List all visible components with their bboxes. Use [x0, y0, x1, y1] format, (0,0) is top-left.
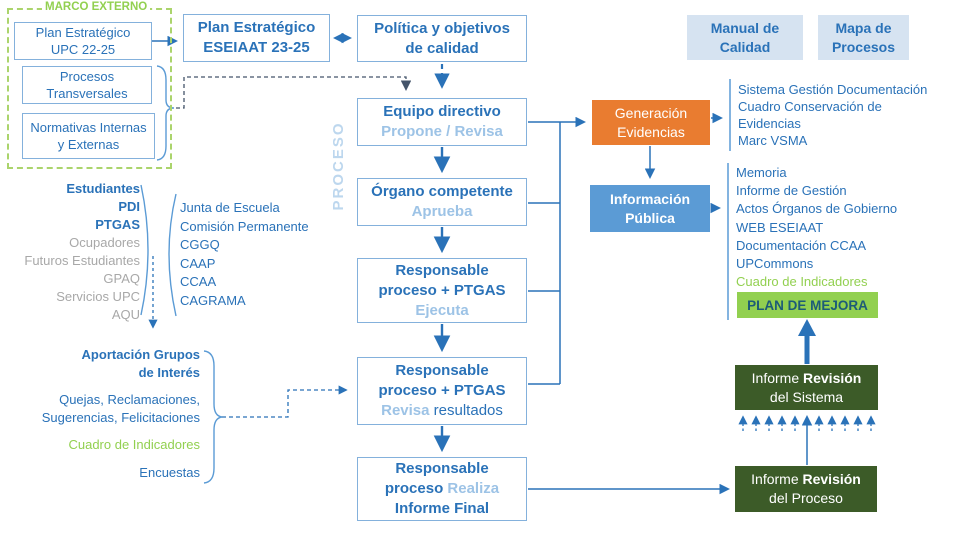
ejecuta-line1: Responsable: [395, 261, 489, 279]
informe-sistema-bold: Revisión: [803, 369, 862, 386]
box-mapa-procesos: Mapa de Procesos: [818, 15, 909, 60]
evidencias-item-cuadro-conservacion: Cuadro Conservación de Evidencias: [738, 99, 882, 131]
informe-sistema-line1: Informe Revisión: [752, 369, 862, 388]
box-informacion-publica: Información Pública: [590, 185, 710, 232]
info-item-informe-gestion: Informe de Gestión: [736, 183, 847, 199]
info-item-upcommons: UPCommons: [736, 256, 814, 272]
box-procesos-transversales: Procesos Transversales: [22, 66, 152, 104]
evidencias-item-marc-vsma: Marc VSMA: [738, 133, 808, 148]
generacion-line1: Generación: [614, 104, 688, 121]
organ-caap: CAAP: [180, 255, 216, 271]
evidencias-item-sistema-gestion: Sistema Gestión Documentación: [738, 82, 928, 97]
box-plan-estrategico-upc-line1: Plan Estratégico: [35, 25, 131, 40]
equipo-title: Equipo directivo: [383, 103, 501, 120]
aportacion-encuestas: Encuestas: [139, 465, 200, 480]
flow-box-organo-competente: Órgano competente Aprueba: [357, 178, 527, 226]
box-plan-estrategico-upc-line2: UPC 22-25: [50, 42, 116, 57]
evidencias-list: Sistema Gestión Documentación Cuadro Con…: [738, 81, 956, 149]
flow-box-equipo-directivo: Equipo directivo Propone / Revisa: [357, 98, 527, 146]
box-informe-revision-sistema: Informe Revisión del Sistema: [735, 365, 878, 410]
info-item-web-eseiaat: WEB ESEIAAT: [736, 219, 824, 235]
stakeholder-estudiantes: Estudiantes: [66, 181, 140, 196]
revisa-action: Revisa: [381, 402, 430, 419]
manual-line1: Manual de: [710, 19, 780, 36]
organ-comision-permanente: Comisión Permanente: [180, 218, 309, 234]
proceso-vertical-label: PROCESO: [330, 121, 347, 211]
aportacion-cuadro-indicadores: Cuadro de Indicadores: [68, 437, 200, 452]
realiza-line2-prefix: proceso: [384, 480, 448, 497]
mapa-line1: Mapa de: [835, 19, 892, 36]
politica-line2: de calidad: [405, 39, 479, 57]
box-plan-de-mejora: PLAN DE MEJORA: [737, 292, 878, 318]
procesos-line1: Procesos: [59, 69, 115, 84]
revisa-line1: Responsable: [395, 362, 489, 379]
organ-junta-de-escuela: Junta de Escuela: [180, 200, 280, 215]
box-normativas: Normativas Internas y Externas: [22, 113, 155, 159]
informe-proceso-line1: Informe Revisión: [751, 470, 861, 489]
stakeholder-futuros-estudiantes: Futuros Estudiantes: [24, 253, 140, 268]
realiza-action: Realiza: [447, 480, 500, 497]
organ-cagrama: CAGRAMA: [180, 292, 246, 308]
normativas-line1: Normativas Internas: [30, 120, 147, 135]
revisa-action-suffix: resultados: [429, 402, 503, 419]
organ-cggq: CGGQ: [180, 237, 220, 252]
eseiaat-line1: Plan Estratégico: [197, 19, 316, 36]
ejecuta-line2: proceso + PTGAS: [378, 281, 506, 299]
informe-sistema-prefix: Informe: [751, 369, 803, 386]
revisa-line3: Revisa resultados: [381, 401, 503, 421]
organ-ccaa: CCAA: [180, 274, 217, 289]
info-item-cuadro-indicadores: Cuadro de Indicadores: [736, 274, 868, 290]
quejas-line1: Quejas, Reclamaciones,: [59, 392, 200, 407]
informacion-line2: Pública: [625, 209, 675, 226]
quejas-line2: Sugerencias, Felicitaciones: [41, 410, 200, 425]
informe-proceso-line2: del Proceso: [769, 490, 843, 506]
box-informe-revision-proceso: Informe Revisión del Proceso: [735, 466, 877, 512]
manual-line2: Calidad: [719, 38, 771, 55]
aportacion-title-line1: Aportación Grupos: [81, 347, 200, 362]
info-item-documentacion-ccaa: Documentación CCAA: [736, 237, 867, 253]
stakeholder-aqu: AQU: [111, 307, 140, 322]
marco-externo-label: MARCO EXTERNO: [42, 1, 151, 13]
flow-box-responsable-revisa: Responsable proceso + PTGAS Revisa resul…: [357, 357, 527, 425]
informe-proceso-bold: Revisión: [802, 471, 861, 487]
box-generacion-evidencias: Generación Evidencias: [592, 100, 710, 145]
box-politica-objetivos: Política y objetivos de calidad: [357, 15, 527, 62]
stakeholder-ocupadores: Ocupadores: [69, 235, 140, 250]
box-manual-calidad: Manual de Calidad: [687, 15, 803, 60]
revisa-line2: proceso + PTGAS: [378, 382, 506, 399]
politica-line1: Política y objetivos: [374, 19, 510, 37]
stakeholder-servicios-upc: Servicios UPC: [56, 289, 140, 304]
realiza-line1: Responsable: [395, 460, 489, 477]
normativas-line2: y Externas: [57, 137, 120, 152]
mapa-line2: Procesos: [831, 38, 896, 55]
realiza-line2: proceso Realiza: [385, 479, 499, 499]
procesos-line2: Transversales: [46, 86, 128, 101]
generacion-line2: Evidencias: [617, 123, 685, 140]
realiza-line3: Informe Final: [394, 500, 490, 517]
box-plan-estrategico-upc: Plan Estratégico UPC 22-25: [14, 22, 152, 60]
stakeholder-pdi: PDI: [118, 199, 140, 214]
informacion-line1: Información: [609, 190, 691, 207]
ejecuta-action: Ejecuta: [415, 301, 469, 319]
equipo-action: Propone / Revisa: [381, 123, 503, 140]
box-plan-estrategico-eseiaat: Plan Estratégico ESEIAAT 23-25: [183, 14, 330, 62]
info-item-memoria: Memoria: [736, 165, 787, 180]
stakeholder-ptgas: PTGAS: [95, 217, 140, 232]
aportacion-quejas: Quejas, Reclamaciones, Sugerencias, Feli…: [0, 391, 200, 427]
info-item-actos-organos: Actos Órganos de Gobierno: [736, 201, 898, 217]
eseiaat-line2: ESEIAAT 23-25: [203, 39, 310, 56]
stakeholder-gpaq: GPAQ: [103, 271, 140, 286]
flow-box-responsable-realiza: Responsable proceso Realiza Informe Fina…: [357, 457, 527, 521]
organo-title: Órgano competente: [371, 183, 513, 200]
informe-proceso-prefix: Informe: [751, 471, 803, 487]
aportacion-title-line2: de Interés: [138, 365, 200, 380]
informacion-list: Memoria Informe de Gestión Actos Órganos…: [736, 164, 897, 291]
stakeholder-groups-list: Estudiantes PDI PTGAS Ocupadores Futuros…: [4, 180, 140, 324]
informe-sistema-line2: del Sistema: [769, 388, 844, 405]
organo-action: Aprueba: [411, 203, 473, 220]
organs-list: Junta de Escuela Comisión Permanente CGG…: [180, 199, 309, 310]
aportacion-title: Aportación Grupos de Interés: [0, 346, 200, 382]
flow-box-responsable-ejecuta: Responsable proceso + PTGAS Ejecuta: [357, 258, 527, 323]
